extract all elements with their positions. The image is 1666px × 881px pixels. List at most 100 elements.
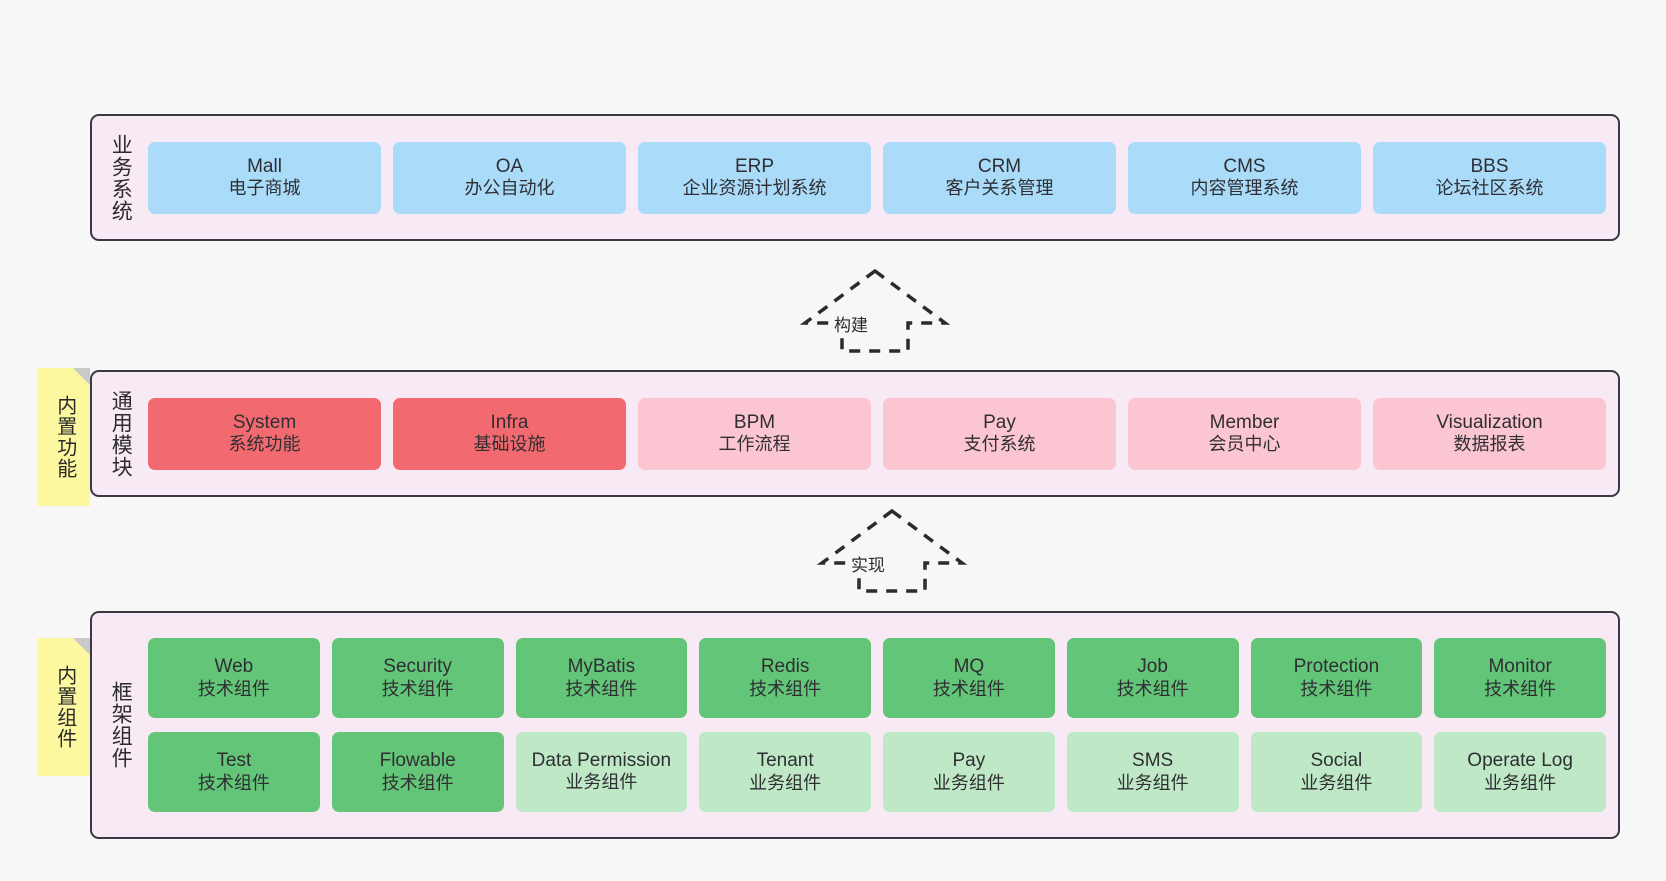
card-visualization-cn: 数据报表 — [1453, 434, 1526, 455]
layer-framework-component-cards: Web 技术组件 Security 技术组件 MyBatis 技术组件 Redi… — [148, 613, 1618, 837]
card-redis[interactable]: Redis 技术组件 — [699, 638, 871, 718]
card-erp-cn: 企业资源计划系统 — [682, 178, 827, 199]
card-system-cn: 系统功能 — [228, 434, 301, 455]
card-protection[interactable]: Protection 技术组件 — [1250, 638, 1423, 718]
card-erp[interactable]: ERP 企业资源计划系统 — [638, 141, 871, 214]
arrow-build-icon — [799, 268, 951, 353]
card-cms-cn: 内容管理系统 — [1190, 178, 1299, 199]
note-builtin-function[interactable]: 内置功能 — [38, 368, 90, 506]
card-operate-log[interactable]: Operate Log 业务组件 — [1434, 732, 1606, 812]
card-social[interactable]: Social 业务组件 — [1250, 732, 1423, 812]
card-pay-component-en: Pay — [952, 750, 986, 772]
card-mybatis-en: MyBatis — [567, 656, 636, 678]
card-infra-cn: 基础设施 — [473, 434, 546, 455]
card-sms[interactable]: SMS 业务组件 — [1066, 732, 1239, 812]
card-tenant[interactable]: Tenant 业务组件 — [699, 732, 871, 812]
card-bpm-cn: 工作流程 — [718, 434, 791, 455]
card-mq-cn: 技术组件 — [932, 678, 1005, 699]
card-mybatis-cn: 技术组件 — [565, 678, 638, 699]
card-bbs-en: BBS — [1470, 155, 1509, 177]
card-tenant-en: Tenant — [756, 750, 814, 772]
card-member[interactable]: Member 会员中心 — [1128, 397, 1361, 470]
card-mq[interactable]: MQ 技术组件 — [883, 638, 1055, 718]
card-security[interactable]: Security 技术组件 — [331, 638, 504, 718]
card-crm-cn: 客户关系管理 — [945, 178, 1054, 199]
card-crm-en: CRM — [977, 155, 1022, 177]
card-flowable-en: Flowable — [379, 750, 456, 772]
card-web-cn: 技术组件 — [197, 678, 270, 699]
card-job[interactable]: Job 技术组件 — [1066, 638, 1239, 718]
card-operate-log-cn: 业务组件 — [1484, 772, 1557, 793]
arrow-build: 构建 — [795, 265, 955, 355]
card-pay-component-cn: 业务组件 — [932, 772, 1005, 793]
layer-common-module-title: 通用模块 — [109, 389, 133, 478]
card-mall-en: Mall — [247, 155, 282, 177]
arrow-implement: 实现 — [812, 505, 972, 595]
card-redis-cn: 技术组件 — [749, 678, 822, 699]
arrow-build-label: 构建 — [831, 311, 871, 336]
card-flowable[interactable]: Flowable 技术组件 — [331, 732, 504, 812]
card-web[interactable]: Web 技术组件 — [148, 638, 320, 718]
card-system[interactable]: System 系统功能 — [148, 397, 381, 470]
card-oa-en: OA — [495, 155, 524, 177]
framework-row-business: Test 技术组件 Flowable 技术组件 Data Permission … — [148, 732, 1606, 812]
card-pay-module-cn: 支付系统 — [963, 434, 1036, 455]
card-sms-en: SMS — [1132, 750, 1174, 772]
card-bbs[interactable]: BBS 论坛社区系统 — [1373, 141, 1606, 214]
card-social-cn: 业务组件 — [1300, 772, 1373, 793]
framework-row-technical: Web 技术组件 Security 技术组件 MyBatis 技术组件 Redi… — [148, 638, 1606, 718]
layer-common-module-cards: System 系统功能 Infra 基础设施 BPM 工作流程 Pay 支付系统… — [148, 372, 1618, 495]
note-fold-corner-icon — [73, 638, 90, 655]
layer-business-system-title: 业务系统 — [109, 133, 133, 222]
card-cms[interactable]: CMS 内容管理系统 — [1128, 141, 1361, 214]
card-crm[interactable]: CRM 客户关系管理 — [883, 141, 1116, 214]
card-test[interactable]: Test 技术组件 — [148, 732, 320, 812]
card-bpm[interactable]: BPM 工作流程 — [638, 397, 871, 470]
card-bbs-cn: 论坛社区系统 — [1435, 178, 1544, 199]
note-builtin-component[interactable]: 内置组件 — [38, 638, 90, 776]
note-builtin-component-label: 内置组件 — [53, 665, 76, 749]
card-visualization-en: Visualization — [1436, 411, 1543, 433]
card-test-cn: 技术组件 — [197, 772, 270, 793]
card-data-permission-en: Data Permission — [531, 750, 672, 772]
card-infra-en: Infra — [490, 411, 529, 433]
card-pay-module[interactable]: Pay 支付系统 — [883, 397, 1116, 470]
card-test-en: Test — [216, 750, 252, 772]
arrow-implement-icon — [816, 508, 968, 593]
card-protection-cn: 技术组件 — [1300, 678, 1373, 699]
card-oa-cn: 办公自动化 — [464, 178, 555, 199]
note-fold-corner-icon — [73, 368, 90, 385]
layer-framework-component-title: 框架组件 — [109, 681, 133, 769]
card-job-en: Job — [1137, 656, 1168, 678]
card-monitor-cn: 技术组件 — [1484, 678, 1557, 699]
layer-framework-component: 框架组件 Web 技术组件 Security 技术组件 MyBatis 技术组件… — [90, 611, 1620, 839]
card-mall[interactable]: Mall 电子商城 — [148, 141, 381, 214]
card-member-en: Member — [1209, 411, 1280, 433]
card-job-cn: 技术组件 — [1116, 678, 1189, 699]
card-monitor-en: Monitor — [1488, 656, 1552, 678]
layer-common-module: 通用模块 System 系统功能 Infra 基础设施 BPM 工作流程 Pay… — [90, 370, 1620, 497]
card-infra[interactable]: Infra 基础设施 — [393, 397, 626, 470]
card-security-cn: 技术组件 — [381, 678, 454, 699]
card-web-en: Web — [214, 656, 254, 678]
card-data-permission-cn: 业务组件 — [565, 771, 638, 792]
card-data-permission[interactable]: Data Permission 业务组件 — [515, 732, 688, 812]
card-security-en: Security — [383, 656, 452, 678]
card-mybatis[interactable]: MyBatis 技术组件 — [515, 638, 688, 718]
card-mq-en: MQ — [953, 656, 985, 678]
card-tenant-cn: 业务组件 — [749, 772, 822, 793]
card-monitor[interactable]: Monitor 技术组件 — [1434, 638, 1606, 718]
layer-business-system: 业务系统 Mall 电子商城 OA 办公自动化 ERP 企业资源计划系统 CRM… — [90, 114, 1620, 241]
card-sms-cn: 业务组件 — [1116, 772, 1189, 793]
card-oa[interactable]: OA 办公自动化 — [393, 141, 626, 214]
card-pay-component[interactable]: Pay 业务组件 — [883, 732, 1055, 812]
card-system-en: System — [232, 411, 297, 433]
card-social-en: Social — [1310, 750, 1363, 772]
card-bpm-en: BPM — [733, 411, 776, 433]
layer-business-system-cards: Mall 电子商城 OA 办公自动化 ERP 企业资源计划系统 CRM 客户关系… — [148, 116, 1618, 239]
card-member-cn: 会员中心 — [1208, 434, 1281, 455]
card-visualization[interactable]: Visualization 数据报表 — [1373, 397, 1606, 470]
card-redis-en: Redis — [760, 656, 810, 678]
card-flowable-cn: 技术组件 — [381, 772, 454, 793]
